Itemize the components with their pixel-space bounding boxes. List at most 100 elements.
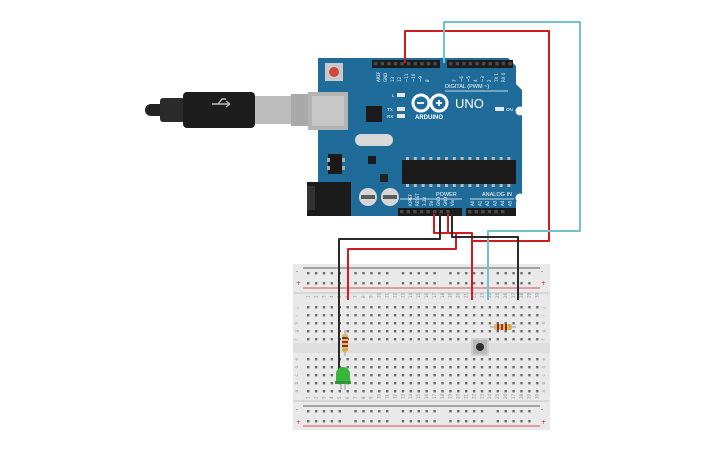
breadboard-hole <box>307 330 310 333</box>
breadboard-hole <box>362 338 365 341</box>
breadboard-hole <box>425 306 428 309</box>
breadboard-hole <box>465 374 468 377</box>
breadboard-hole <box>386 338 389 341</box>
row-letter: j <box>294 307 299 309</box>
breadboard-hole <box>480 374 484 377</box>
breadboard-hole <box>362 374 365 377</box>
rail-plus-sign: + <box>541 419 546 426</box>
breadboard-hole <box>370 338 373 341</box>
wire-black-gnd-to-breadboard <box>451 214 519 300</box>
analog-pin-label: A0 <box>470 200 475 206</box>
breadboard-hole <box>528 272 531 275</box>
breadboard-hole <box>528 366 531 369</box>
wire-red-5v-to-rail <box>347 214 457 300</box>
green-led <box>335 367 351 390</box>
breadboard-hole <box>378 366 381 369</box>
row-letter: g <box>541 330 546 333</box>
breadboard-hole <box>314 390 318 393</box>
breadboard-hole <box>512 390 515 393</box>
column-number: 22 <box>471 393 476 399</box>
breadboard-hole <box>457 382 460 385</box>
breadboard-hole <box>472 330 476 333</box>
breadboard-hole <box>401 282 405 285</box>
breadboard-hole <box>370 322 373 325</box>
column-number: 21 <box>464 292 469 298</box>
on-led-label: ON <box>506 107 513 112</box>
breadboard-hole <box>512 330 515 333</box>
arduino-brand-text: ARDUINO <box>415 115 443 121</box>
breadboard-hole <box>417 282 420 285</box>
breadboard-hole <box>307 420 310 423</box>
breadboard-hole <box>520 374 523 377</box>
breadboard-hole <box>480 382 484 385</box>
breadboard-hole <box>488 382 492 385</box>
breadboard-hole <box>393 366 397 369</box>
row-letter: a <box>541 390 546 393</box>
digital-pin-label: RX 0 <box>501 72 506 82</box>
breadboard-hole <box>536 358 539 361</box>
breadboard-hole <box>409 382 413 385</box>
breadboard-hole <box>512 322 515 325</box>
breadboard-hole <box>472 322 476 325</box>
breadboard-hole <box>433 410 436 413</box>
breadboard-hole <box>496 390 499 393</box>
header-pin <box>380 62 384 66</box>
column-number: 28 <box>519 393 524 399</box>
breadboard-hole <box>425 374 428 377</box>
breadboard-hole <box>536 306 539 309</box>
breadboard-hole <box>504 374 507 377</box>
breadboard-hole <box>330 306 334 309</box>
breadboard-hole <box>465 322 468 325</box>
pin-label: 3.3V <box>422 197 427 206</box>
breadboard-hole <box>417 382 420 385</box>
breadboard-hole <box>322 374 326 377</box>
breadboard-hole <box>401 306 405 309</box>
breadboard-hole <box>307 358 310 361</box>
row-letter: e <box>541 358 546 361</box>
breadboard-hole <box>457 306 460 309</box>
column-number: 7 <box>353 396 358 399</box>
breadboard-hole <box>330 282 334 285</box>
breadboard-hole <box>457 366 460 369</box>
breadboard-hole <box>417 338 420 341</box>
digital-pin-label: 13 <box>390 76 395 82</box>
breadboard-hole <box>314 322 318 325</box>
breadboard-hole <box>417 374 420 377</box>
breadboard-hole <box>496 420 499 423</box>
column-number: 8 <box>361 295 366 298</box>
breadboard-hole <box>314 410 318 413</box>
breadboard-hole <box>425 330 428 333</box>
breadboard-hole <box>314 358 318 361</box>
digital-pin-label: 12 <box>397 76 402 82</box>
power-label: POWER <box>436 192 457 198</box>
breadboard-hole <box>433 338 436 341</box>
row-letter: a <box>294 390 299 393</box>
push-button <box>471 338 489 356</box>
breadboard-hole <box>433 272 436 275</box>
breadboard-hole <box>386 330 389 333</box>
breadboard-hole <box>496 338 499 341</box>
breadboard-hole <box>528 410 531 413</box>
breadboard-hole <box>307 374 310 377</box>
breadboard-hole <box>354 374 357 377</box>
digital-pin-label: ~6 <box>459 76 464 82</box>
row-letter: b <box>541 382 546 385</box>
breadboard-hole <box>314 282 318 285</box>
breadboard-hole <box>504 410 507 413</box>
column-number: 4 <box>329 295 334 298</box>
breadboard-hole <box>465 272 468 275</box>
breadboard-hole <box>330 272 334 275</box>
header-pin <box>481 210 485 214</box>
breadboard-hole <box>480 306 484 309</box>
digital-header-left <box>372 60 440 68</box>
breadboard-hole <box>512 374 515 377</box>
breadboard-hole <box>386 358 389 361</box>
breadboard-hole <box>512 358 515 361</box>
breadboard-hole <box>536 382 539 385</box>
breadboard-hole <box>401 322 405 325</box>
breadboard-hole <box>354 382 357 385</box>
breadboard-hole <box>378 390 381 393</box>
usb-cable <box>145 92 319 128</box>
breadboard-hole <box>449 374 452 377</box>
breadboard-hole <box>465 420 468 423</box>
